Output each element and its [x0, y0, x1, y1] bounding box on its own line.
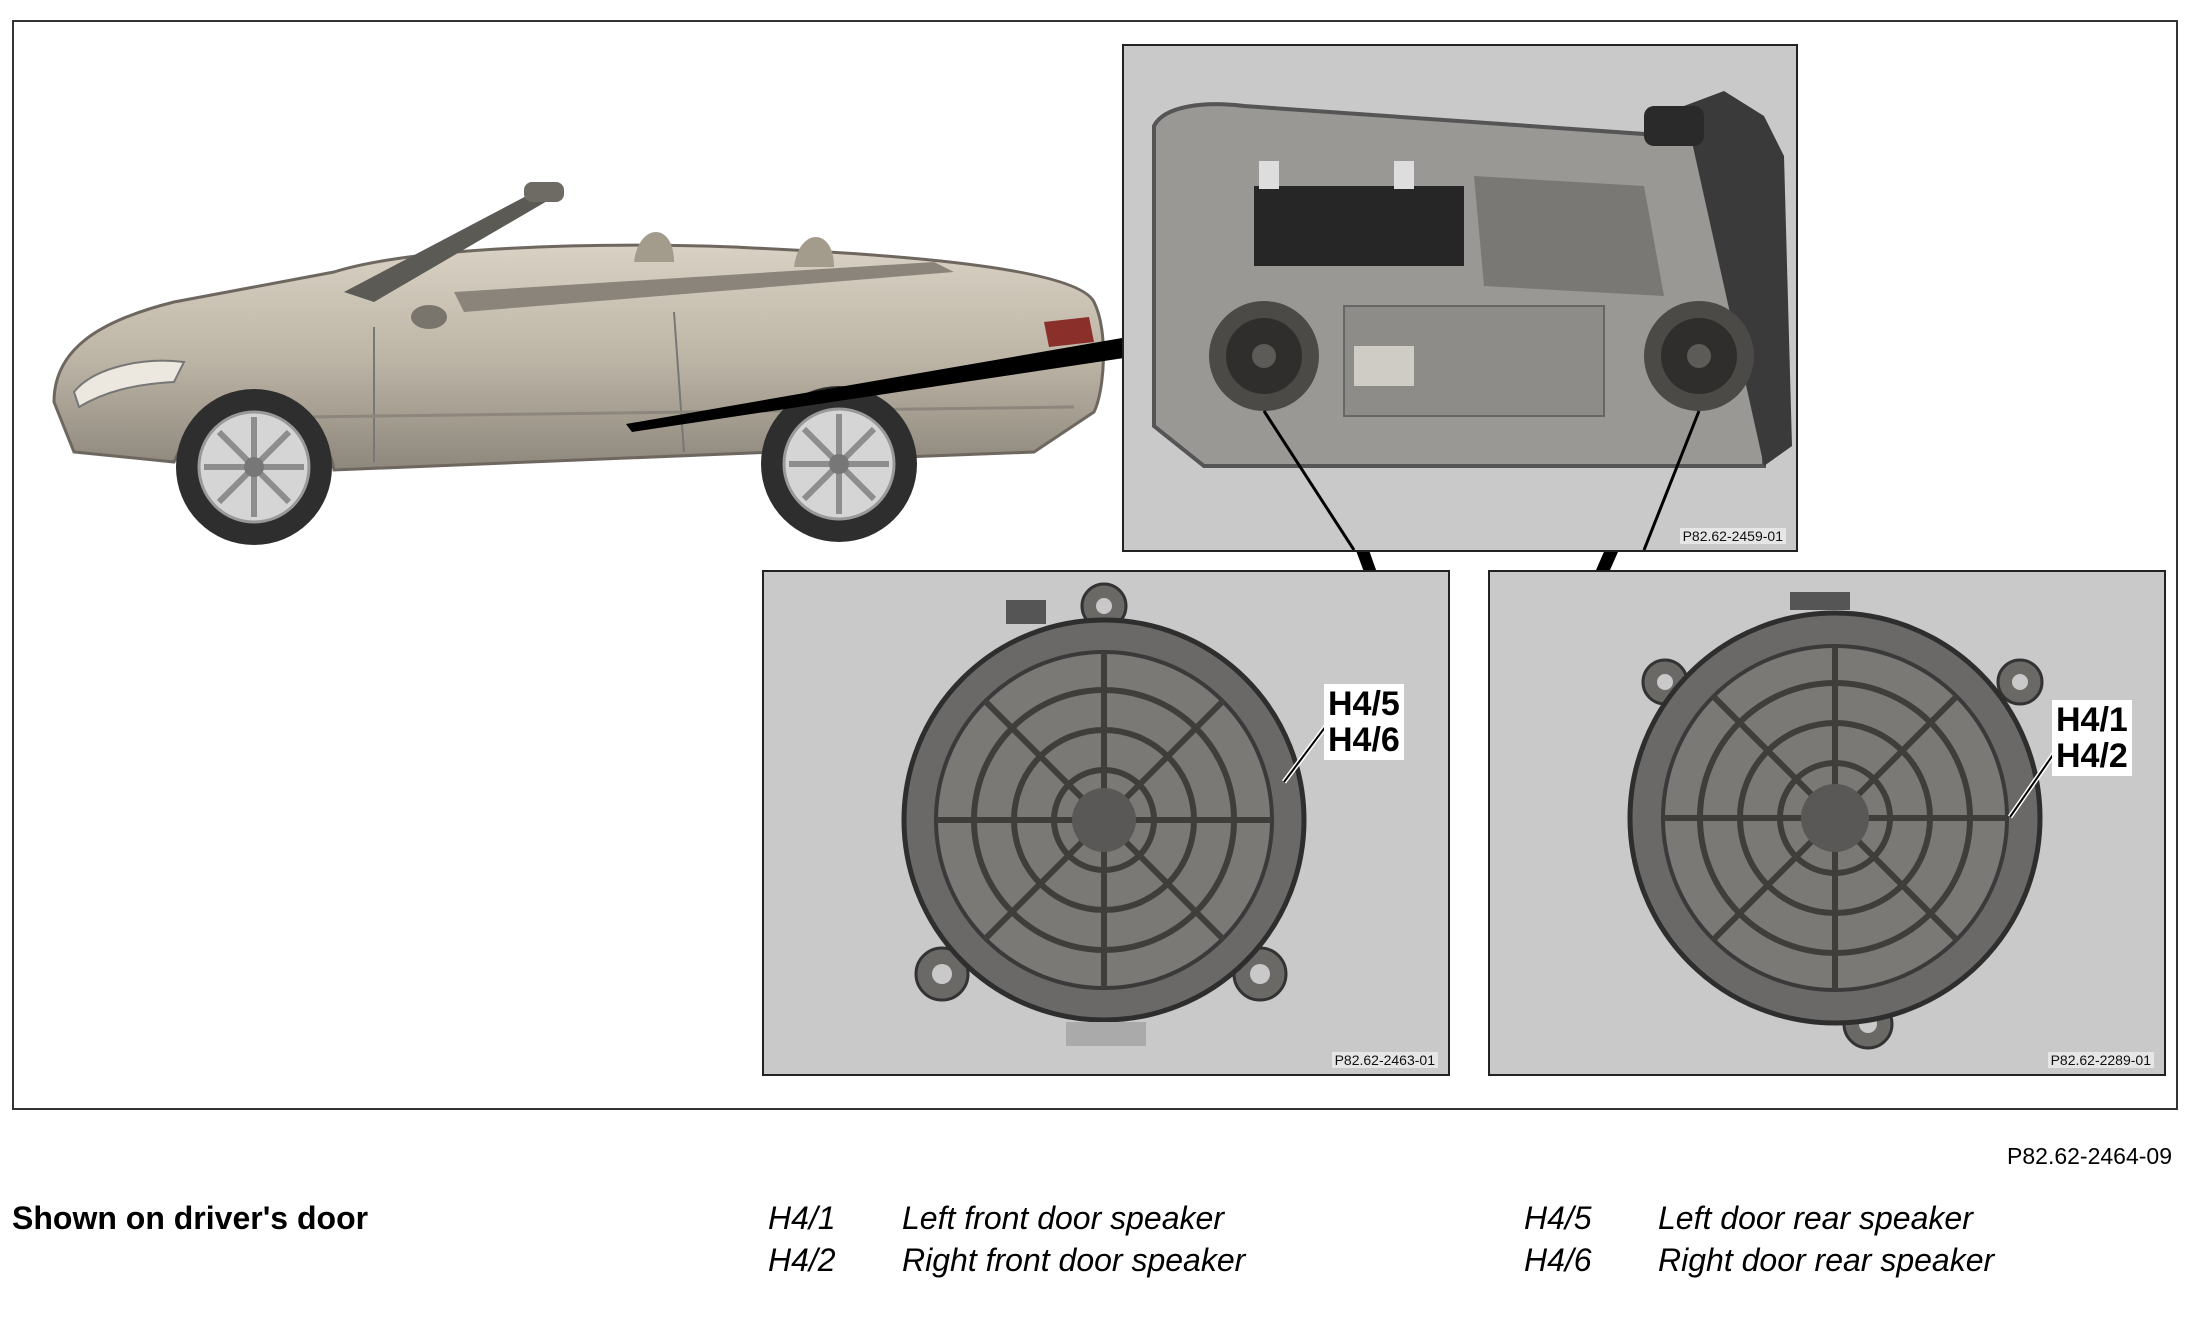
legend-label: Right door rear speaker	[1658, 1242, 1995, 1278]
figure-caption: Shown on driver's door	[12, 1200, 369, 1236]
legend-code: H4/2	[768, 1242, 836, 1278]
front-speaker-ref: P82.62-2463-01	[1331, 1052, 1438, 1068]
speaker-panel-right: H4/1 H4/2 P82.62-2289-01	[1488, 570, 2166, 1076]
door-panel-photo: P82.62-2459-01	[1122, 44, 1798, 552]
legend-label: Right front door speaker	[902, 1242, 1246, 1278]
legend-item: H4/2 Right front door speaker	[768, 1239, 1245, 1281]
legend-item: H4/1 Left front door speaker	[768, 1197, 1245, 1239]
rear-speaker-callout: H4/1 H4/2	[2052, 700, 2132, 776]
car-illustration	[52, 182, 1105, 545]
legend-code: H4/6	[1524, 1242, 1592, 1278]
speaker-panel-left: H4/5 H4/6 P82.62-2463-01	[762, 570, 1450, 1076]
legend-code: H4/5	[1524, 1200, 1592, 1236]
diagram-frame: P82.62-2459-01	[12, 20, 2178, 1110]
figure-reference: P82.62-2464-09	[2007, 1143, 2172, 1169]
door-panel-ref: P82.62-2459-01	[1679, 528, 1786, 544]
legend-right: H4/5 Left door rear speaker H4/6 Right d…	[1524, 1197, 1994, 1281]
legend-label: Left door rear speaker	[1658, 1200, 1973, 1236]
legend-left: H4/1 Left front door speaker H4/2 Right …	[768, 1197, 1245, 1281]
legend-code: H4/1	[768, 1200, 836, 1236]
legend-item: H4/5 Left door rear speaker	[1524, 1197, 1994, 1239]
front-speaker-callout: H4/5 H4/6	[1324, 684, 1404, 760]
legend-label: Left front door speaker	[902, 1200, 1224, 1236]
legend-item: H4/6 Right door rear speaker	[1524, 1239, 1994, 1281]
rear-speaker-ref: P82.62-2289-01	[2047, 1052, 2154, 1068]
